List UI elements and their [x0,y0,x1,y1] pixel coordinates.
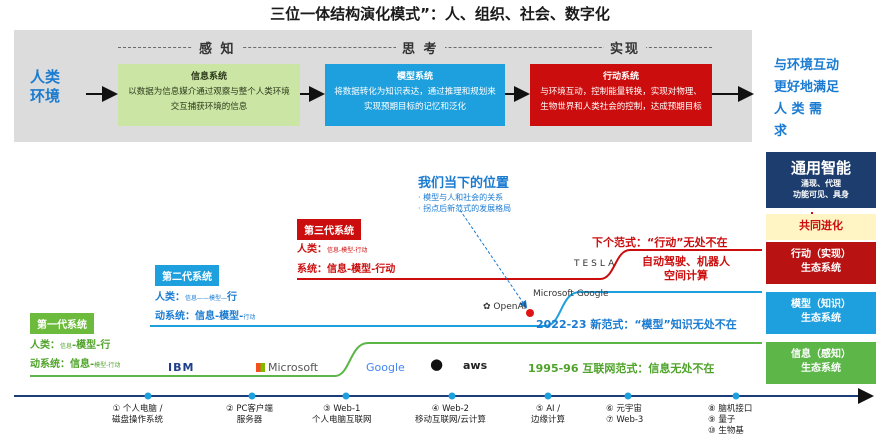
general-intelligence-sub: 涌现、代理 功能可见、具身 [793,179,849,199]
gen1-drive: 动系统：信息-模型-行动 [30,359,121,370]
timeline-label-1: ① 个人电脑 / 磁盘操作系统 [112,404,164,425]
action-ecosystem: 行动（实现） 生态系统 [766,242,876,284]
action-system-title: 行动系统 [602,72,639,82]
gen1-label: 第一代系统 [30,313,94,334]
action-system-text: 与环境互动，控制能量转换，实现对物理、生物世界和人类社会的控制，达成预期目标 [540,87,702,112]
model-system-title: 模型系统 [396,72,433,82]
goal-label: 与环境互动 更好地满足 人 类 需 求 [774,58,840,139]
next-paradigm: 下个范式：“行动”无处不在 [592,236,728,249]
gen3-human: 人类：信息-模型-行动 [297,244,368,255]
action-system-box: 行动系统 与环境互动，控制能量转换，实现对物理、生物世界和人类社会的控制，达成预… [530,64,712,126]
model-ecosystem: 模型（知识） 生态系统 [766,292,876,334]
current-pointer [459,209,528,309]
info-ecosystem: 信息（感知） 生态系统 [766,342,876,384]
paradigm-2022: 2022-23 新范式：“模型”知识无处不在 [536,318,737,331]
section-realize: 实现 [604,38,647,57]
openai-icon: ✿ [483,302,491,312]
timeline-label-4: ④ Web-2 移动互联网/云计算 [415,404,486,425]
section-perceive: 感 知 [193,38,242,57]
timeline-label-7: ⑧ 脑机接口 ⑨ 量子 ⑩ 生物基 [708,404,753,436]
red-curve [297,249,762,280]
timeline-dot-6 [624,392,632,400]
gen3-label: 第三代系统 [297,219,361,240]
timeline-dot-7 [732,392,740,400]
timeline-dot-4 [448,392,456,400]
page-title: 三位一体结构演化模式”：人、组织、社会、数字化 [270,5,610,23]
timeline-label-6: ⑥ 元宇宙 ⑦ Web-3 [606,404,644,425]
timeline-dot-2 [248,392,256,400]
general-intelligence-box: 通用智能 涌现、代理 功能可见、具身 [766,152,876,208]
microsoft-logo: Microsoft [256,361,318,374]
info-system-title: 信息系统 [190,72,227,82]
timeline-dot-5 [544,392,552,400]
current-position-dot [526,309,534,317]
gen1-human: 人类：信息-模型-行 [30,340,111,351]
next-paradigm-examples: 自动驾驶、机器人 空间计算 [642,255,730,282]
info-system-box: 信息系统 以数据为信息媒介通过观察与整个人类环境交互捕获环境的信息 [118,64,300,126]
model-system-box: 模型系统 将数据转化为知识表达，通过推理和规划来实现预期目标的记忆和泛化 [325,64,505,126]
ibm-logo: IBM [168,361,195,374]
microsoft-google-logo: Microsoft Google [533,289,609,299]
co-evolution-label: 共同进化 [766,214,876,240]
timeline-label-2: ② PC客户端 服务器 [226,404,273,425]
apple-icon: ● [430,355,444,373]
current-position-title: 我们当下的位置 [418,176,510,191]
current-note-1: · 模型与人和社会的关系 [418,193,504,202]
timeline-label-5: ⑤ AI / 边缘计算 [531,404,566,425]
gen2-drive: 动系统：信息-模型-行动 [155,311,256,322]
info-system-text: 以数据为信息媒介通过观察与整个人类环境交互捕获环境的信息 [128,87,290,112]
blue-curve [150,291,762,327]
current-note-2: · 拐点后新范式的发展格局 [418,204,512,213]
section-think: 思 考 [396,38,445,57]
gen2-label: 第二代系统 [155,265,219,286]
gen3-drive: 系统：信息-模型-行动 [297,264,396,275]
current-position-notes: · 模型与人和社会的关系 · 拐点后新范式的发展格局 [418,192,511,214]
timeline-label-3: ③ Web-1 个人电脑互联网 [312,404,372,425]
human-environment-label: 人类 环境 [30,68,61,105]
openai-logo: ✿ OpenAI [483,302,527,312]
timeline-dot-1 [144,392,152,400]
model-system-text: 将数据转化为知识表达，通过推理和规划来实现预期目标的记忆和泛化 [334,87,496,112]
timeline-dot-3 [342,392,350,400]
gen2-human: 人类：信息——模型—行 [155,292,238,303]
tesla-logo: TESLA [574,259,618,269]
paradigm-1995: 1995-96 互联网范式：信息无处不在 [528,362,715,375]
green-curve [30,342,762,377]
microsoft-icon [256,363,265,372]
google-logo: Google [366,361,405,374]
aws-logo: aws [463,359,488,372]
general-intelligence-title: 通用智能 [790,159,851,177]
